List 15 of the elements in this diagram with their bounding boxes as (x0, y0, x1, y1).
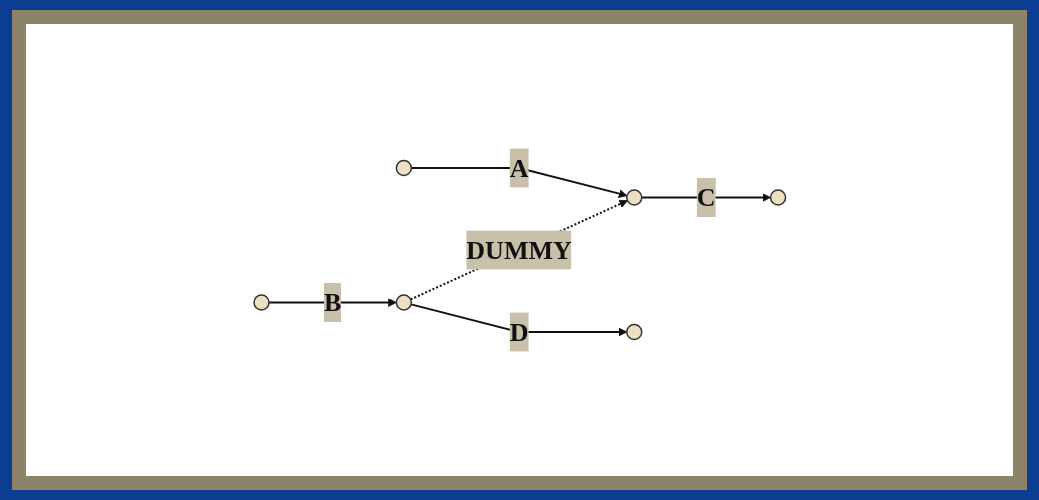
edge-label: B (323, 288, 342, 317)
node-circle (625, 189, 643, 206)
node-circle (625, 323, 643, 341)
edge-label: A (509, 153, 529, 183)
arrow (409, 199, 628, 301)
edge-label: C (696, 183, 716, 212)
arrow (409, 303, 627, 337)
arrow (267, 298, 397, 307)
edge-label: D (509, 317, 529, 347)
node-circle (769, 189, 786, 206)
arrow (410, 167, 628, 198)
edge-label: DUMMY (466, 235, 572, 265)
node-circle (395, 159, 412, 177)
node-circle (395, 294, 412, 311)
node-circle (252, 294, 270, 311)
